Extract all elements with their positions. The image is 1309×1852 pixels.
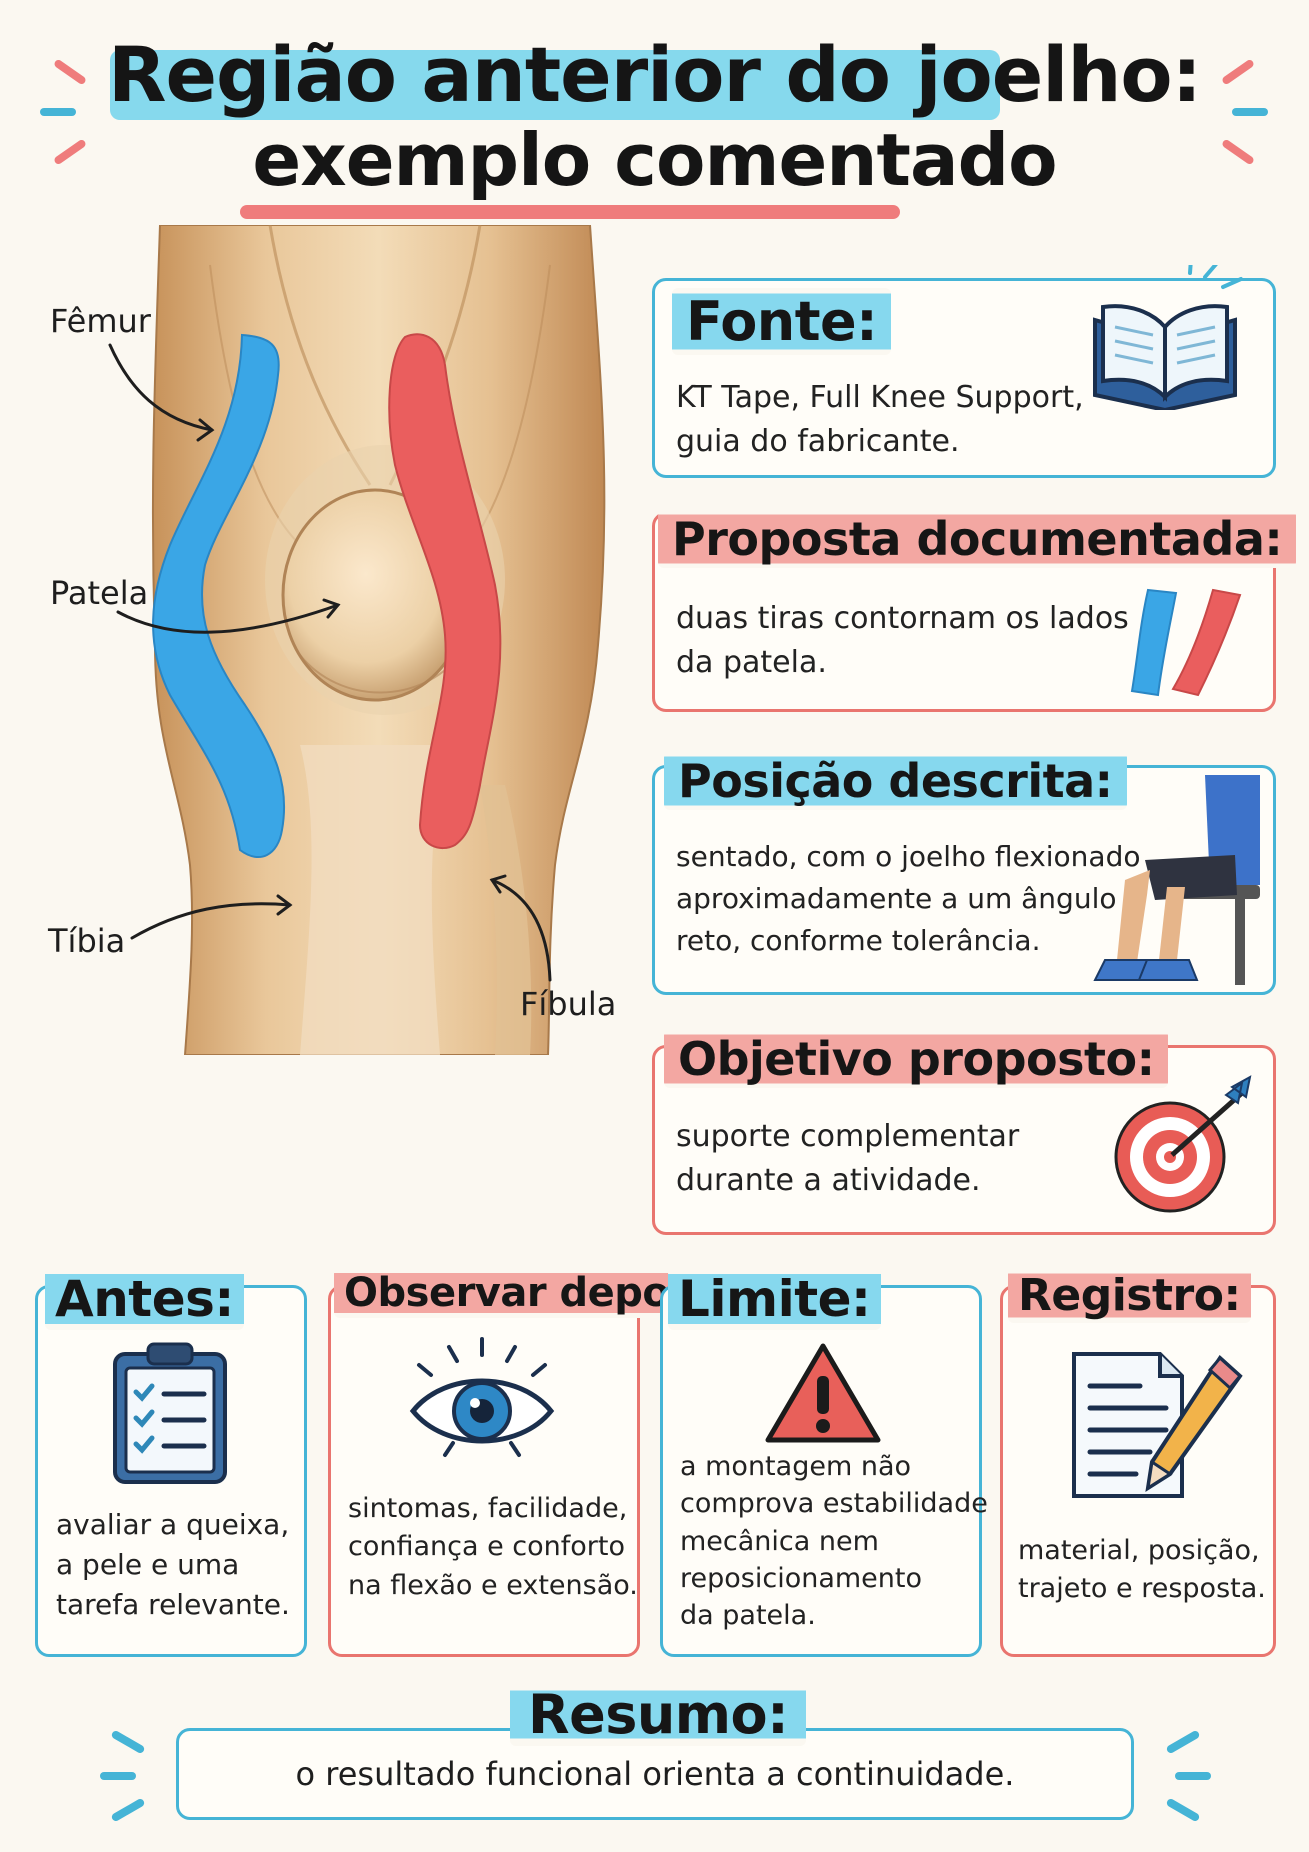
- tape-strips-icon: [1130, 588, 1242, 697]
- sparkle-decoration: [110, 1729, 146, 1755]
- card-posicao-heading: Posição descrita:: [664, 752, 1127, 810]
- target-icon: [1114, 1075, 1252, 1213]
- label-patela: Patela: [50, 574, 149, 612]
- blue-tape-strip: [152, 333, 286, 859]
- card-limite-heading: Limite:: [668, 1268, 881, 1330]
- title-highlight: [110, 50, 1000, 120]
- label-fibula: Fíbula: [520, 985, 617, 1023]
- page-title: Região anterior do joelho:: [107, 30, 1202, 119]
- card-proposta-text: duas tiras contornam os lados da patela.: [676, 601, 1129, 680]
- card-registro-heading: Registro:: [1008, 1268, 1251, 1323]
- card-limite-text: a montagem não comprova estabilidade mec…: [680, 1451, 988, 1631]
- card-registro-text: material, posição, trajeto e resposta.: [1018, 1535, 1266, 1605]
- card-objetivo-heading: Objetivo proposto:: [664, 1030, 1169, 1088]
- warning-icon: [765, 1343, 881, 1443]
- sparkle-decoration: [1175, 1772, 1211, 1780]
- sparkle-decoration: [1165, 1729, 1201, 1755]
- label-arrows: [108, 343, 552, 982]
- card-posicao-text: sentado, com o joelho flexionado aproxim…: [676, 840, 1141, 957]
- eye-icon: [409, 1337, 555, 1457]
- card-proposta-heading: Proposta documentada:: [658, 510, 1297, 568]
- open-book-icon: [1093, 265, 1243, 410]
- sparkle-decoration: [40, 108, 76, 116]
- sparkle-decoration: [100, 1772, 136, 1780]
- sparkle-decoration: [110, 1797, 146, 1823]
- sparkle-decoration: [1232, 108, 1268, 116]
- document-pencil-icon: [1072, 1352, 1243, 1498]
- knee-illustration: [151, 225, 606, 1055]
- sparkle-decoration: [1165, 1797, 1201, 1823]
- title-underline: [240, 205, 900, 219]
- red-tape-strip: [388, 333, 502, 850]
- resumo-text: o resultado funcional orienta a continui…: [295, 1755, 1015, 1793]
- card-observar-text: sintomas, facilidade, confiança e confor…: [348, 1493, 638, 1601]
- card-fonte-text: KT Tape, Full Knee Support, guia do fabr…: [676, 380, 1084, 459]
- seated-person-icon: [1093, 775, 1260, 985]
- label-femur: Fêmur: [50, 302, 151, 340]
- card-antes-heading: Antes:: [45, 1268, 244, 1330]
- resumo-heading: Resumo:: [510, 1683, 807, 1746]
- card-fonte-heading: Fonte:: [672, 288, 892, 355]
- label-tibia: Tíbia: [48, 922, 126, 960]
- card-objetivo-text: suporte complementar durante a atividade…: [676, 1119, 1020, 1198]
- card-antes-text: avaliar a queixa, a pele e uma tarefa re…: [56, 1508, 290, 1621]
- clipboard-checklist-icon: [113, 1342, 227, 1484]
- page-subtitle: exemplo comentado: [252, 118, 1057, 202]
